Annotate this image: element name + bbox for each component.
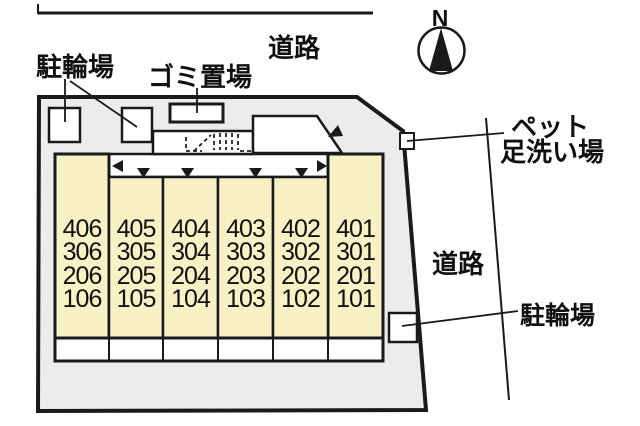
room-number: 406 — [63, 215, 102, 243]
room-number: 103 — [226, 285, 265, 313]
room-number: 402 — [281, 215, 320, 243]
label-road-right: 道路 — [432, 249, 485, 279]
room-number: 106 — [63, 285, 102, 313]
entrance-hall — [251, 114, 345, 155]
room-number: 205 — [117, 262, 156, 290]
room-numbers: 406 306 206 106 405 305 205 105 404 304 … — [63, 215, 376, 313]
leader-pet-wash — [406, 132, 505, 142]
room-number: 302 — [281, 238, 320, 266]
room-number: 105 — [117, 285, 156, 313]
room-number: 306 — [63, 238, 102, 266]
arrow-down-icon — [137, 168, 150, 178]
entrance-arrow-icon — [328, 125, 343, 137]
label-bicycle-parking-right: 駐輪場 — [520, 301, 595, 330]
arrow-left-icon — [112, 160, 123, 172]
arrow-down-icon — [181, 168, 194, 178]
room-number: 203 — [226, 262, 265, 290]
leader-lines — [64, 79, 519, 327]
corridor-arrows — [112, 160, 327, 178]
room-number: 305 — [117, 238, 156, 266]
stairs-icon — [185, 133, 252, 152]
label-pet-wash-1: ペット — [511, 112, 589, 142]
road-boundary-line-right — [485, 117, 510, 401]
compass: N — [417, 5, 466, 75]
label-bicycle-parking-top: 駐輪場 — [36, 52, 114, 82]
room-number: 303 — [226, 238, 265, 266]
room-number: 405 — [117, 215, 156, 243]
room-number: 304 — [171, 238, 211, 266]
room-number: 104 — [171, 285, 211, 313]
arrow-down-icon — [249, 168, 262, 178]
bicycle-parking-box-3 — [387, 311, 419, 344]
bicycle-parking-box-2 — [120, 106, 154, 144]
room-number: 206 — [63, 262, 102, 290]
leader-bicycle-2 — [69, 80, 138, 128]
arrow-down-icon — [295, 168, 308, 178]
bicycle-parking-box-1 — [47, 106, 82, 144]
room-number: 403 — [226, 215, 265, 243]
room-number: 201 — [336, 262, 375, 290]
compass-needle-icon — [429, 28, 453, 71]
room-number: 101 — [336, 285, 375, 313]
room-number: 204 — [171, 262, 211, 290]
arrow-right-icon — [317, 160, 327, 172]
room-number: 102 — [281, 285, 320, 313]
unit-column-402 — [271, 175, 330, 340]
room-number: 202 — [281, 262, 320, 290]
label-pet-wash-2: 足洗い場 — [500, 137, 604, 167]
leader-bicycle-3 — [401, 310, 519, 327]
compass-north-label: N — [432, 5, 449, 31]
label-road-top: 道路 — [268, 33, 321, 63]
room-number: 404 — [171, 215, 211, 243]
room-number: 301 — [336, 238, 375, 266]
room-number: 401 — [336, 215, 375, 243]
label-garbage-area: ゴミ置場 — [148, 62, 252, 92]
unit-column-406 — [53, 152, 111, 340]
